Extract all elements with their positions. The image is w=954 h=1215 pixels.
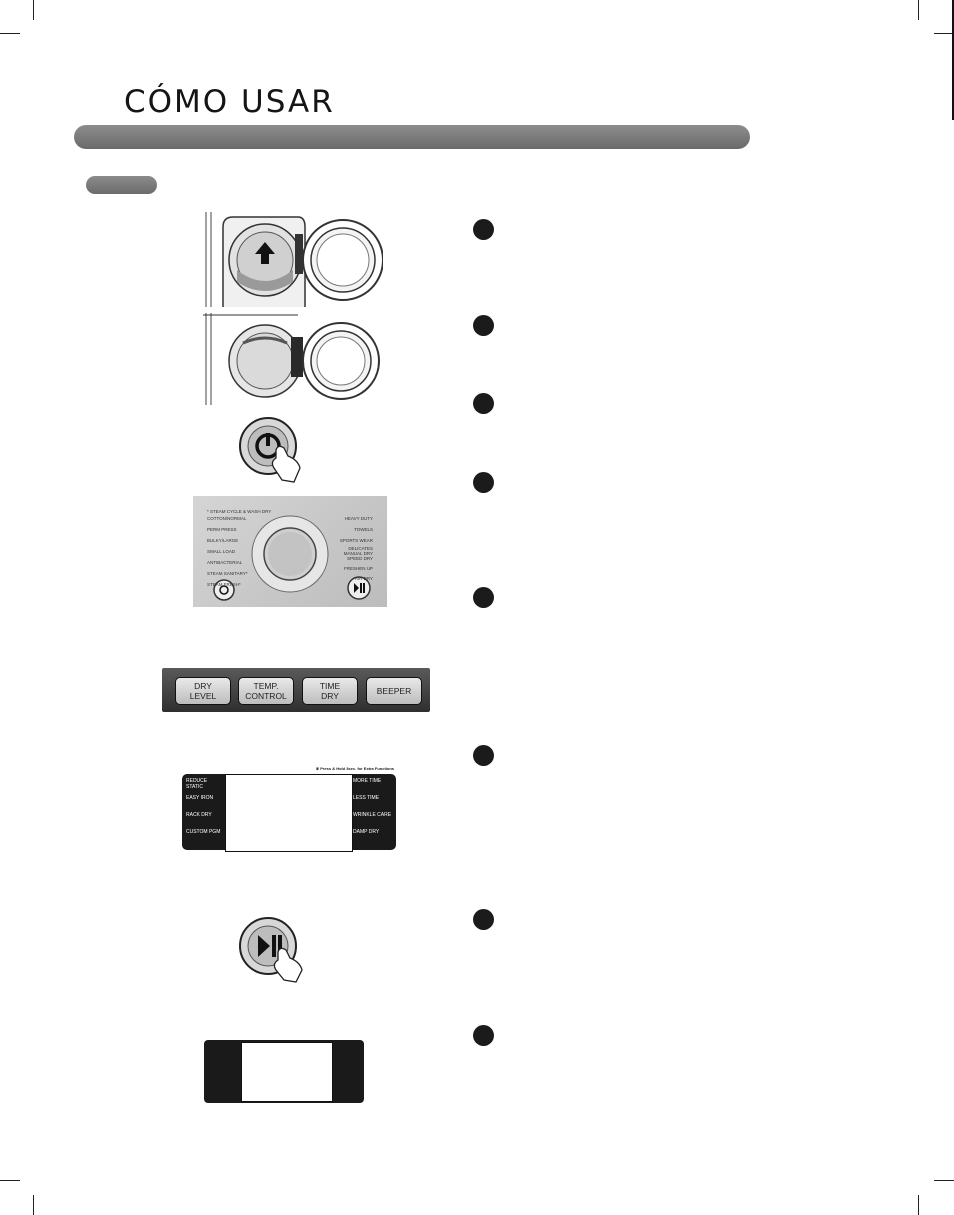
wrinkle-care-option[interactable]: WRINKLE CARE: [353, 812, 392, 818]
step-number-circle: [473, 587, 494, 608]
cycle-selector-panel: * STEAM CYCLE & WASH DRY COTTON/NORMAL PER…: [193, 496, 387, 607]
side-thumb-tab: [952, 0, 954, 120]
step-number-circle: [473, 472, 494, 493]
step-number-circle: [473, 219, 494, 240]
easy-iron-option[interactable]: EASY IRON: [186, 795, 214, 801]
display-screen: [225, 774, 353, 852]
step-number-circle: [473, 1025, 494, 1046]
step-number-circle: [473, 315, 494, 336]
more-time-option[interactable]: MORE TIME: [353, 778, 382, 784]
crop-mark: [0, 1180, 20, 1181]
cycle-dial-knob: [213, 515, 371, 601]
cycle-label: SPEED DRY: [347, 556, 373, 561]
power-button-illustration: [239, 417, 301, 483]
step-number-circle: [473, 745, 494, 766]
crop-mark: [918, 0, 919, 20]
beeper-label: BEEPER: [376, 686, 412, 696]
cycle-label: FRESHEN UP: [343, 566, 373, 571]
cycle-label: HEAVY DUTY: [344, 516, 373, 521]
display-screen-small: [241, 1042, 333, 1102]
time-line1: TIME: [319, 681, 341, 691]
crop-mark: [33, 0, 34, 20]
cycle-label: * STEAM CYCLE & WASH DRY: [207, 509, 272, 514]
header-bar: [74, 125, 750, 149]
cycle-label: COTTON/NORMAL: [207, 516, 247, 521]
beeper-button[interactable]: BEEPER: [366, 677, 422, 705]
dryer-filter-illustration: [203, 212, 383, 307]
cycle-label: DELICATES: [348, 546, 373, 551]
custom-pgm-option[interactable]: CUSTOM PGM: [186, 829, 221, 835]
extra-functions-note: ※ Press & Hold 3sec. for Extra Functions: [315, 766, 394, 771]
step-number-circle: [473, 393, 494, 414]
cycle-label: BULKY/LARGE: [207, 538, 239, 543]
time-line2: DRY: [321, 691, 339, 701]
cycle-label: PERM PRESS: [207, 527, 237, 532]
cycle-label: STEAM FRESH*: [207, 582, 241, 587]
display-panel-small: [204, 1033, 364, 1103]
section-pill: [86, 176, 157, 194]
display-left-options: REDUCE STATIC EASY IRON RACK DRY CUSTOM …: [186, 778, 224, 848]
start-pause-button-illustration: [239, 917, 303, 983]
crop-mark: [934, 33, 954, 34]
cycle-label: TOWELS: [354, 527, 373, 532]
cycle-label: SPORTS WEAR: [339, 538, 373, 543]
cycle-label: SMALL LOAD: [207, 549, 236, 554]
step-number-circle: [473, 909, 494, 930]
display-right-options: MORE TIME LESS TIME WRINKLE CARE DAMP DR…: [353, 778, 393, 848]
cycle-label: MANUAL DRY: [343, 551, 373, 556]
crop-mark: [918, 1195, 919, 1215]
page-title: CÓMO USAR: [124, 84, 335, 120]
crop-mark: [0, 33, 20, 34]
temp-line1: TEMP.: [253, 681, 279, 691]
cycle-label: STEAM SANITARY*: [207, 571, 248, 576]
cycle-label: AIR DRY: [354, 576, 373, 581]
crop-mark: [33, 1195, 34, 1215]
damp-dry-option[interactable]: DAMP DRY: [353, 829, 380, 835]
dry-level-line2: LEVEL: [189, 691, 217, 701]
rack-dry-option[interactable]: RACK DRY: [186, 812, 212, 818]
crop-mark: [934, 1180, 954, 1181]
temp-control-button[interactable]: TEMP.CONTROL: [238, 677, 294, 705]
less-time-option[interactable]: LESS TIME: [353, 795, 380, 801]
dryer-door-illustration: [203, 313, 383, 405]
display-panel: ※ Press & Hold 3sec. for Extra Functions…: [182, 766, 396, 852]
reduce-static-option[interactable]: REDUCE STATIC: [186, 778, 208, 790]
dry-level-line1: DRY: [194, 681, 212, 691]
temp-line2: CONTROL: [245, 691, 287, 701]
cycle-label: ANTIBACTERIAL: [207, 560, 243, 565]
